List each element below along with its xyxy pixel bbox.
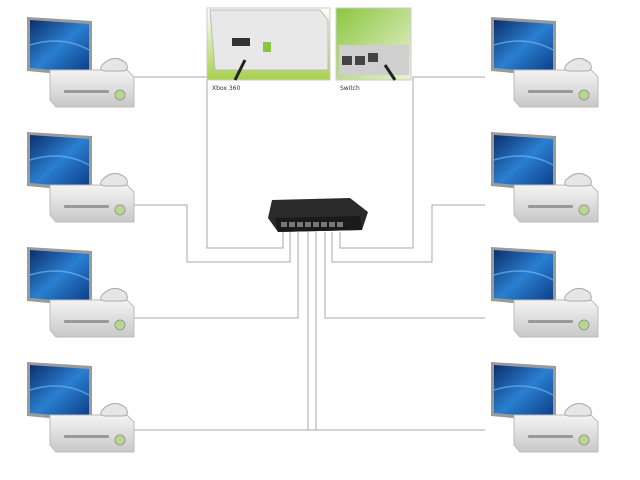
cable [130, 232, 299, 319]
xbox-station-left-4 [26, 361, 135, 453]
cable [130, 204, 291, 263]
cable [307, 232, 485, 431]
network-switch [268, 198, 368, 232]
xbox-station-right-2 [490, 131, 599, 223]
xbox-station-right-4 [490, 361, 599, 453]
cables [130, 76, 485, 431]
switch-inset-label: Switch [340, 85, 360, 92]
xbox-inset-image [206, 7, 331, 81]
xbox-inset-label: Xbox 360 [212, 85, 241, 92]
cable [130, 76, 284, 249]
xbox-station-left-3 [26, 246, 135, 338]
xbox-station-right-3 [490, 246, 599, 338]
switch-inset-image [335, 7, 412, 81]
cable [339, 76, 485, 249]
xbox-station-left-2 [26, 131, 135, 223]
cable [331, 204, 485, 263]
cable [324, 232, 485, 319]
xbox-station-right-1 [490, 16, 599, 108]
xbox-station-left-1 [26, 16, 135, 108]
